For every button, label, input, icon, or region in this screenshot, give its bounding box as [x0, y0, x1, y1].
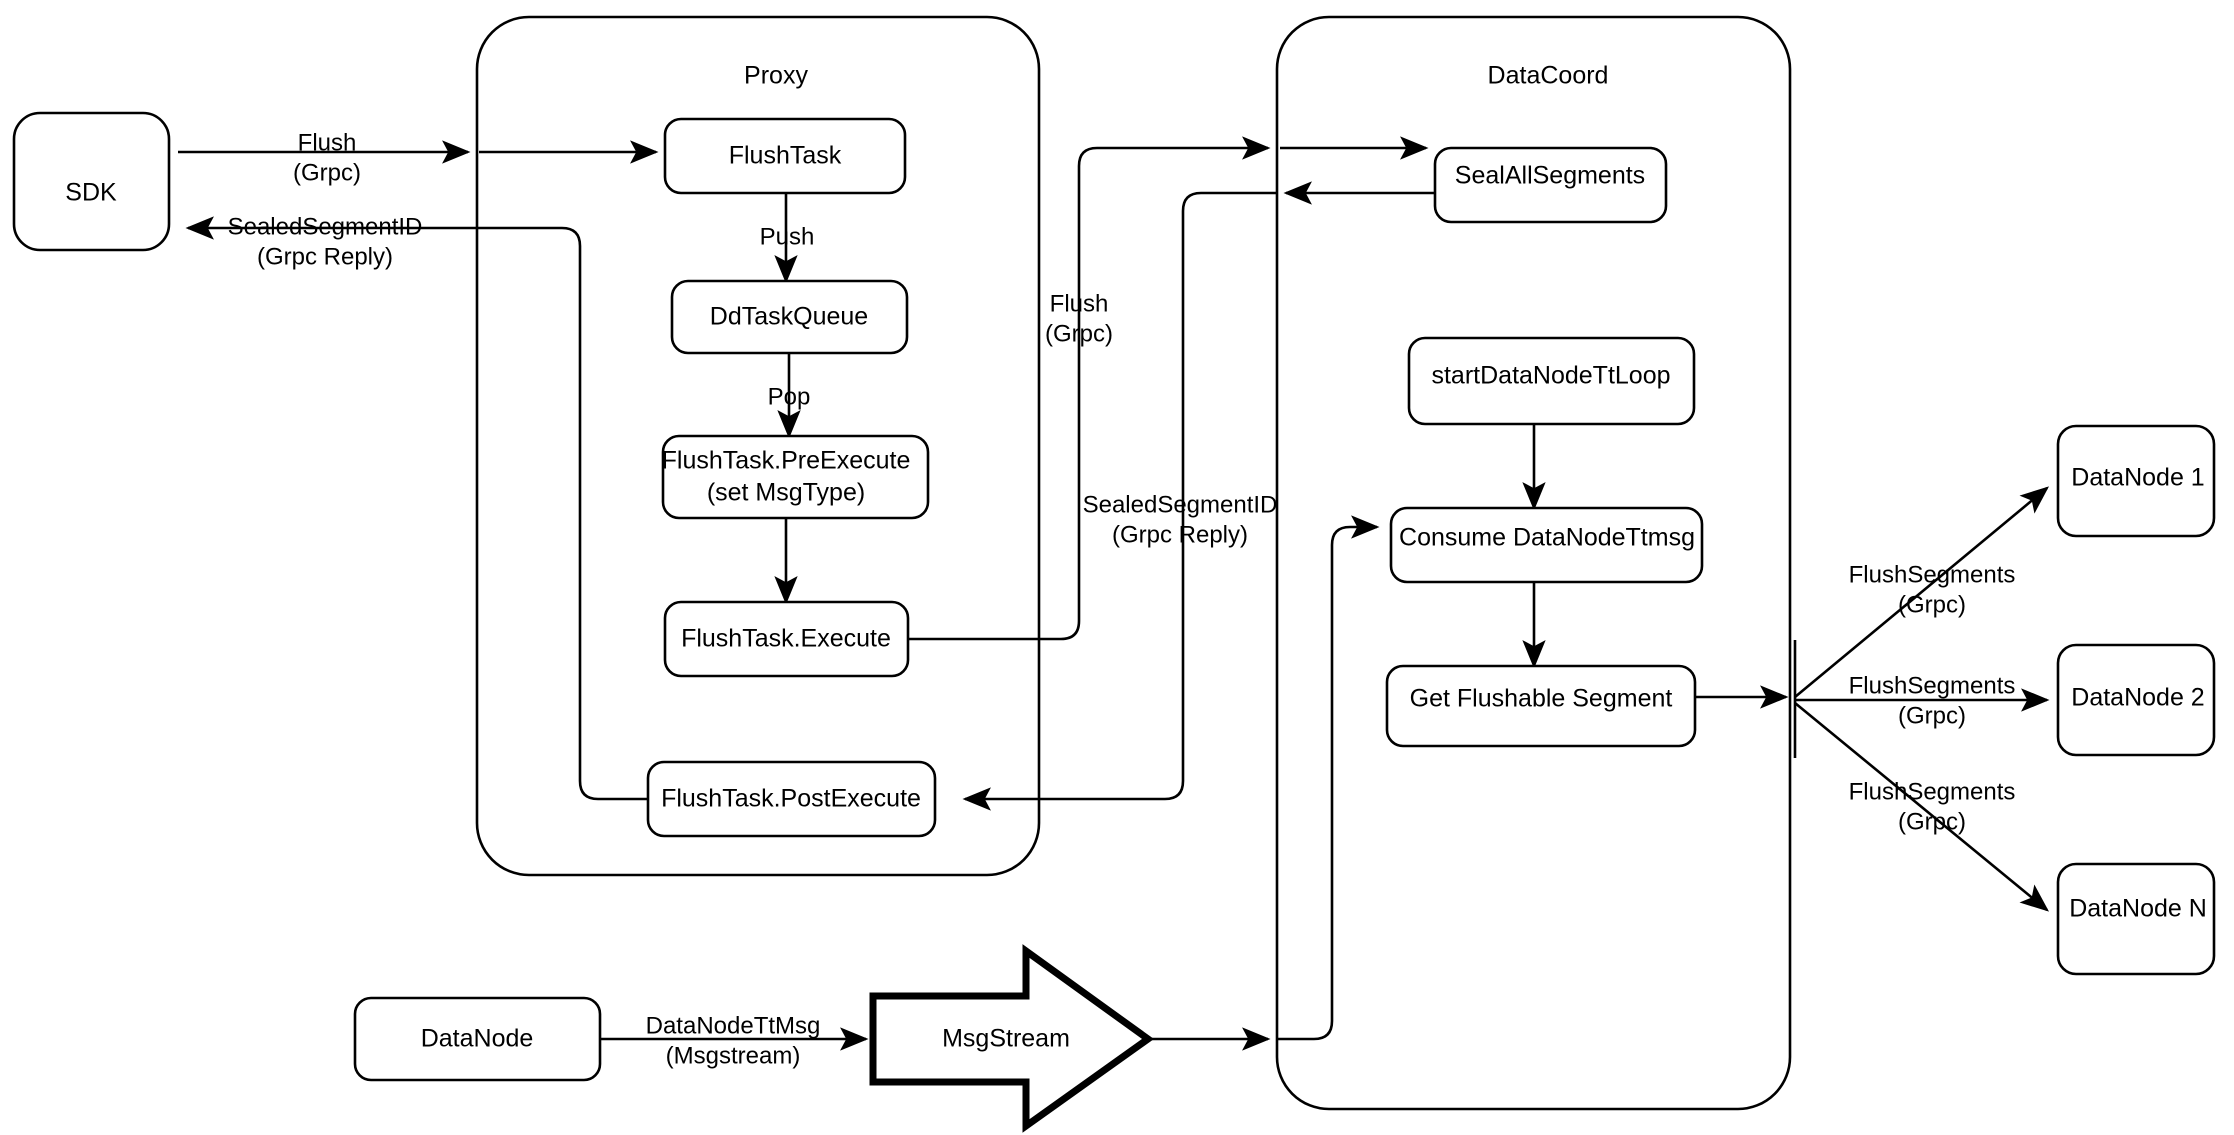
edge-label-push: Push	[760, 223, 815, 250]
edge-label-flush-dnN-line2: (Grpc)	[1898, 808, 1966, 835]
node-datanode-n[interactable]	[2056, 862, 2216, 976]
node-datanode-1[interactable]	[2056, 424, 2216, 538]
node-label-flushtask: FlushTask	[729, 142, 842, 170]
node-ddtaskqueue[interactable]	[670, 279, 909, 355]
edge-label-datanode-to-msgstream-line2: (Msgstream)	[666, 1042, 801, 1069]
edge-label-flush-dnN-line1: FlushSegments	[1849, 778, 2016, 805]
edge-label-pop: Pop	[768, 383, 811, 410]
node-flushtask-postexecute[interactable]	[646, 760, 937, 838]
container-label-proxy: Proxy	[744, 62, 808, 90]
node-label-startdatanodettloop: startDataNodeTtLoop	[1431, 362, 1670, 390]
node-label-ddtaskqueue: DdTaskQueue	[710, 303, 868, 331]
node-sdk[interactable]	[12, 111, 171, 252]
edge-datacoordedge-to-consume	[1277, 515, 1380, 1041]
node-label-preexecute-line1: FlushTask.PreExecute	[662, 447, 911, 475]
node-get-flushable-segment[interactable]	[1385, 664, 1697, 748]
edge-label-datacoord-to-proxy-line1: SealedSegmentID	[1083, 491, 1278, 518]
edge-label-sdk-to-proxy-line1: Flush	[298, 129, 357, 156]
edge-label-sdk-to-proxy-line2: (Grpc)	[293, 159, 361, 186]
node-label-consume-datanodettmsg: Consume DataNodeTtmsg	[1399, 524, 1695, 552]
edge-label-flush-dn2-line2: (Grpc)	[1898, 702, 1966, 729]
node-label-datanode-source: DataNode	[421, 1025, 534, 1053]
edge-postexecute-to-sdkreply	[477, 226, 651, 801]
node-flushtask[interactable]	[663, 117, 907, 195]
edge-label-datacoord-to-proxy-line2: (Grpc Reply)	[1112, 521, 1248, 548]
node-label-preexecute-line2: (set MsgType)	[707, 479, 865, 507]
node-flushtask-preexecute[interactable]	[661, 434, 930, 520]
node-datanode-source[interactable]	[353, 996, 602, 1082]
node-label-execute: FlushTask.Execute	[681, 625, 891, 653]
node-sealallsegments[interactable]	[1433, 146, 1668, 224]
node-consume-datanodettmsg[interactable]	[1389, 506, 1704, 584]
node-msgstream[interactable]	[869, 944, 1155, 1133]
edge-label-proxy-to-datacoord-line1: Flush	[1050, 290, 1109, 317]
edge-label-flush-dn1-line1: FlushSegments	[1849, 561, 2016, 588]
edge-execute-to-datacoord-flush	[908, 136, 1271, 641]
node-startdatanodettloop[interactable]	[1407, 336, 1696, 426]
node-flushtask-execute[interactable]	[663, 600, 910, 678]
edge-label-flush-dn2-line1: FlushSegments	[1849, 672, 2016, 699]
edge-label-flush-dn1-line2: (Grpc)	[1898, 591, 1966, 618]
edge-junction-to-datanode1	[1794, 486, 2050, 699]
node-label-datanode-1: DataNode 1	[2071, 464, 2204, 492]
edge-label-proxy-to-sdk-line2: (Grpc Reply)	[257, 243, 393, 270]
node-label-msgstream: MsgStream	[942, 1025, 1070, 1053]
edge-label-proxy-to-sdk-line1: SealedSegmentID	[228, 213, 423, 240]
edge-label-proxy-to-datacoord-line2: (Grpc)	[1045, 320, 1113, 347]
container-label-datacoord: DataCoord	[1488, 62, 1609, 90]
node-label-postexecute: FlushTask.PostExecute	[661, 785, 921, 813]
node-label-sealallsegments: SealAllSegments	[1455, 162, 1645, 190]
edge-label-datanode-to-msgstream-line1: DataNodeTtMsg	[646, 1012, 821, 1039]
node-datanode-2[interactable]	[2056, 643, 2216, 757]
edge-junction-to-datanodeN	[1794, 701, 2050, 912]
node-label-sdk: SDK	[65, 179, 117, 207]
node-label-get-flushable-segment: Get Flushable Segment	[1410, 685, 1673, 713]
node-label-datanode-n: DataNode N	[2069, 895, 2207, 923]
node-label-datanode-2: DataNode 2	[2071, 684, 2204, 712]
edge-datacoord-to-postexecute	[962, 191, 1277, 811]
